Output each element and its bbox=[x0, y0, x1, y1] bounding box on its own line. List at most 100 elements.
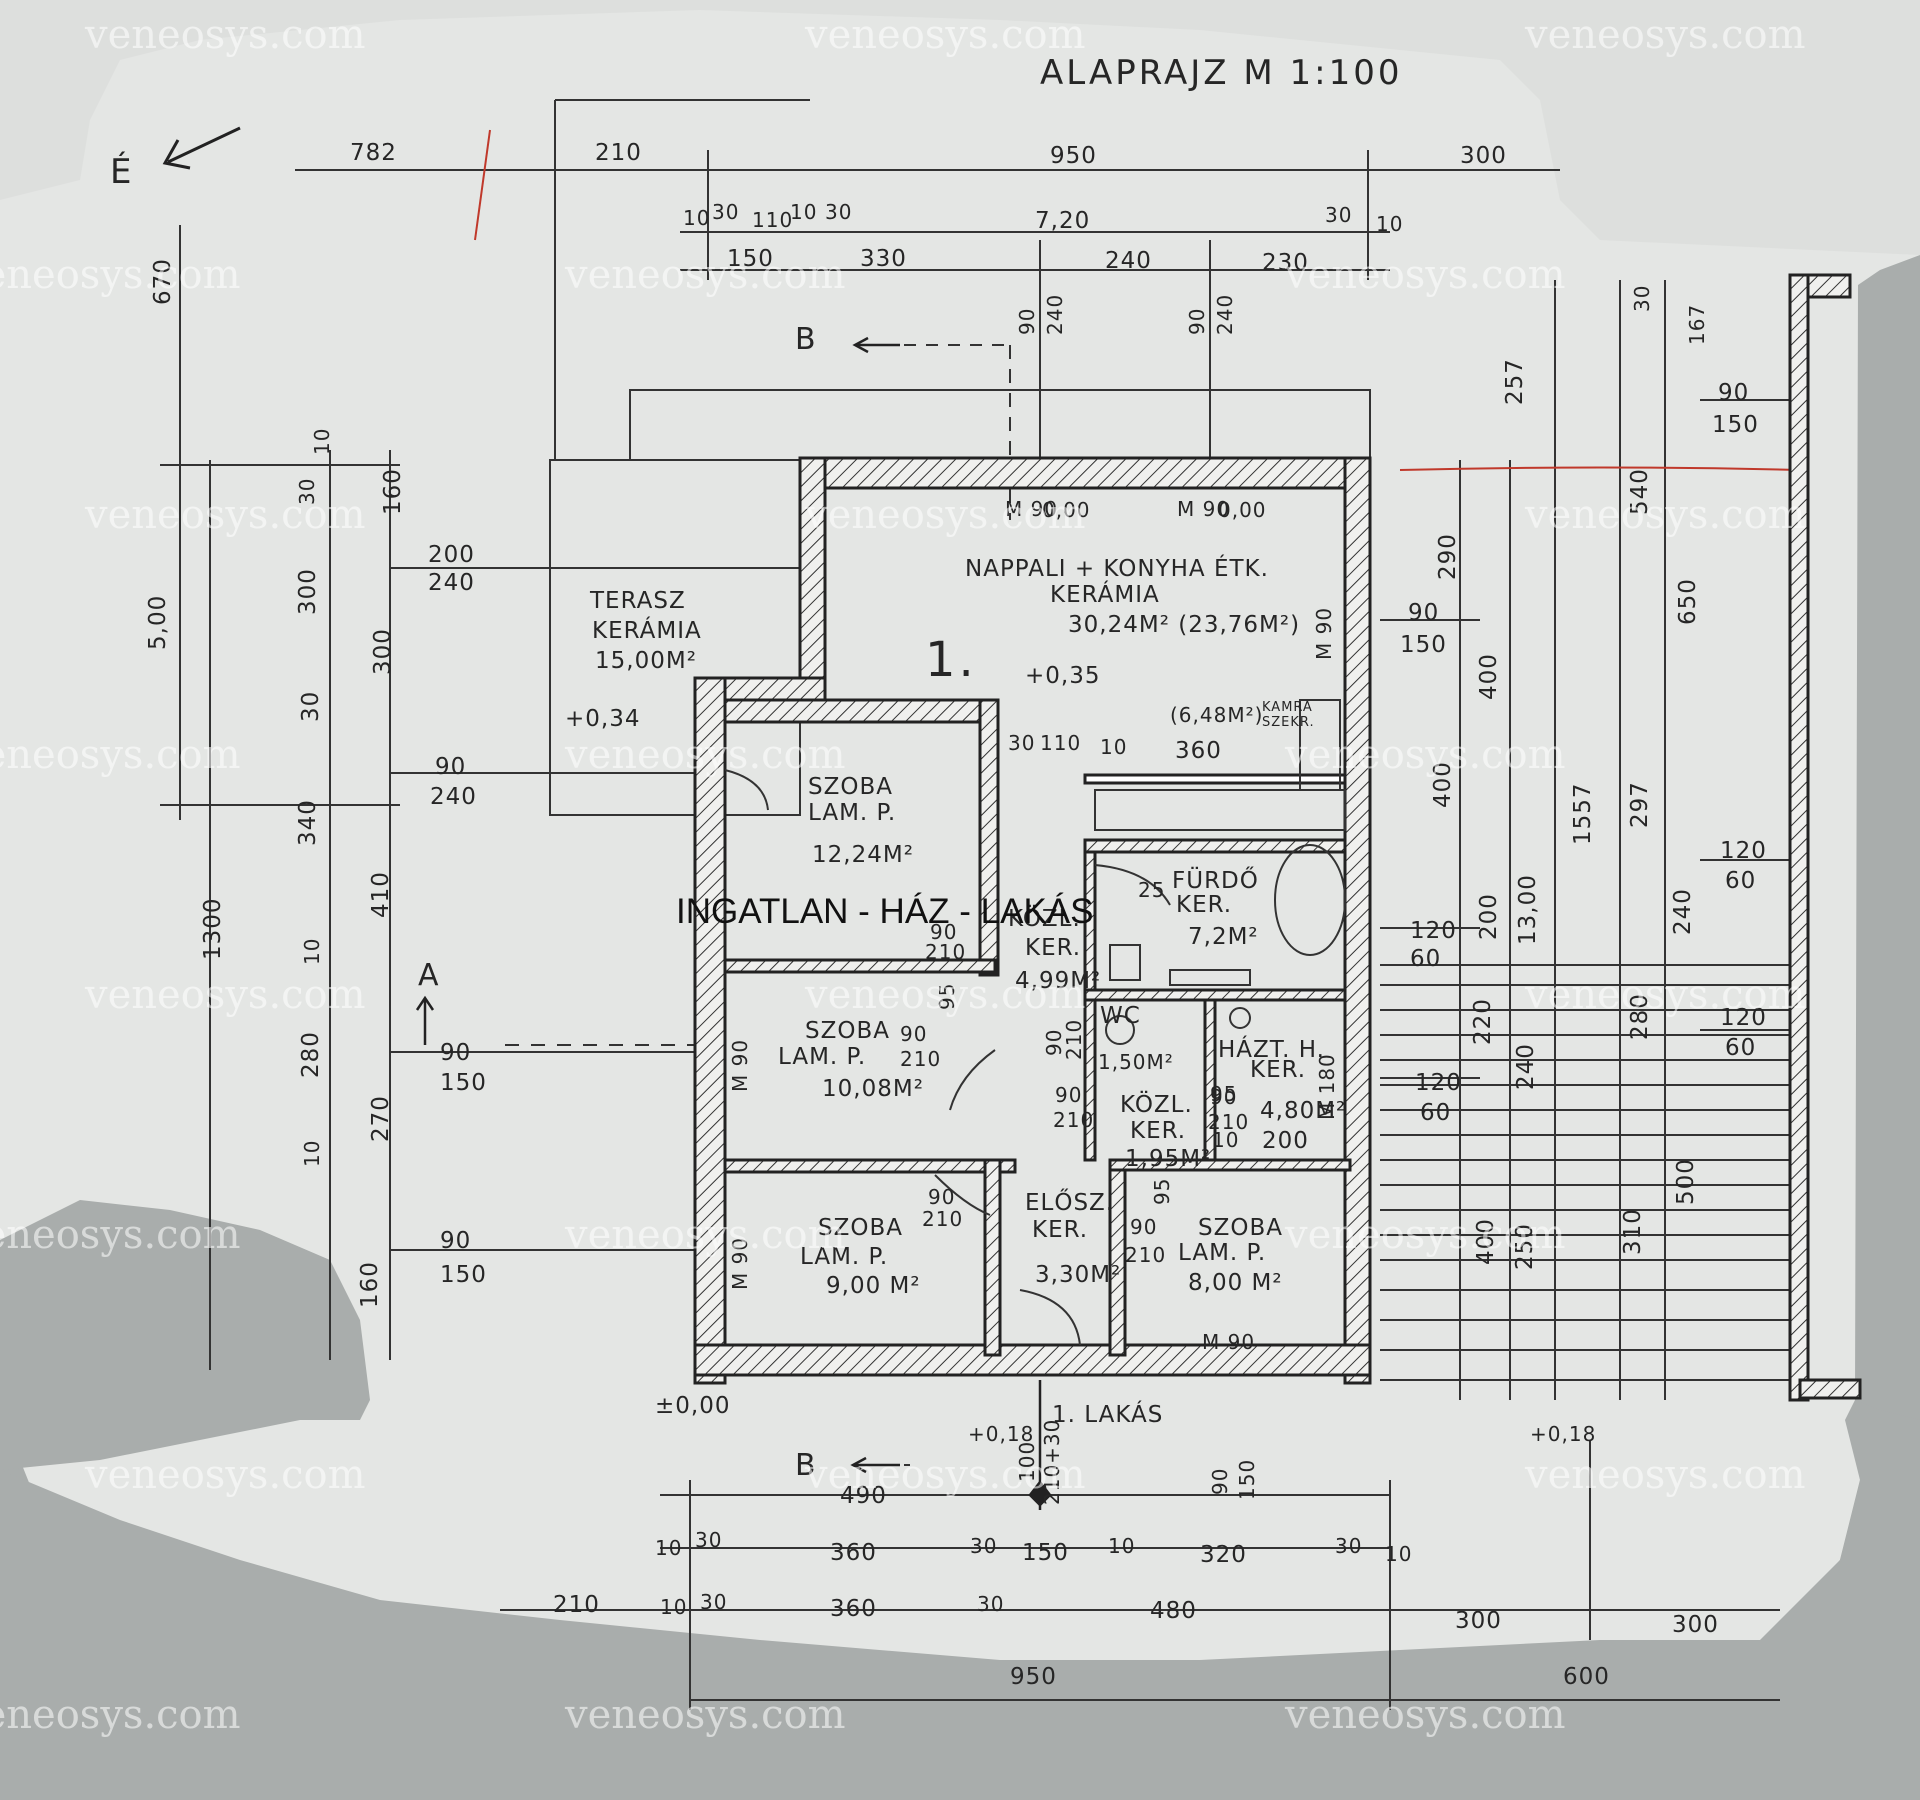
dim-w-240b: 240 bbox=[430, 784, 477, 810]
dim-b2-10b: 10 bbox=[1108, 1534, 1136, 1558]
dim-r3-150: 150 bbox=[727, 246, 774, 272]
dim-b4-950: 950 bbox=[1010, 1664, 1057, 1690]
section-a-arrow bbox=[415, 995, 435, 1045]
entrance-mark bbox=[1028, 1380, 1052, 1510]
dim-r2-10c: 10 bbox=[1376, 212, 1404, 236]
north-label: É bbox=[110, 152, 135, 192]
d-90-a: 90 bbox=[930, 920, 958, 944]
m180: M 180 bbox=[1315, 1053, 1339, 1120]
dim-b3-300b: 300 bbox=[1672, 1612, 1719, 1638]
dim-r3-240: 240 bbox=[1105, 248, 1152, 274]
d-210-a: 210 bbox=[925, 940, 967, 964]
room-furdo-1: FÜRDŐ bbox=[1172, 868, 1259, 894]
dim-r-60b: 60 bbox=[1420, 1100, 1452, 1126]
room-haztar-1: HÁZT. H. bbox=[1218, 1037, 1325, 1063]
dim-b3-210: 210 bbox=[553, 1592, 600, 1618]
m90-right: M 90 bbox=[1312, 606, 1336, 660]
d-210-d: 210 bbox=[1125, 1243, 1167, 1267]
dim-l2-160b: 160 bbox=[357, 1261, 383, 1308]
watermark: veneosys.com bbox=[1525, 492, 1806, 538]
dim-door-90b: 90 bbox=[1185, 307, 1209, 335]
dim-500: 5,00 bbox=[145, 594, 171, 650]
watermark: veneosys.com bbox=[565, 732, 846, 778]
watermark: veneosys.com bbox=[0, 732, 241, 778]
dim-200: 200 bbox=[1262, 1128, 1309, 1154]
room-kamra-1: (6,48M²) bbox=[1170, 703, 1264, 727]
room-eloszo-2: KER. bbox=[1032, 1217, 1089, 1243]
dim-b2-150: 150 bbox=[1022, 1540, 1069, 1566]
dim-w-90c: 90 bbox=[440, 1228, 472, 1254]
d-95-c: 95 bbox=[1210, 1082, 1238, 1106]
torn-right bbox=[1790, 1400, 1920, 1640]
d-95-b: 95 bbox=[1150, 1177, 1174, 1205]
room-szoba1-3: 12,24M² bbox=[812, 842, 914, 868]
room-wc-2: 1,50M² bbox=[1098, 1050, 1174, 1074]
room-szoba4-3: 8,00 M² bbox=[1188, 1270, 1283, 1296]
d-90-c: 90 bbox=[928, 1185, 956, 1209]
watermark: veneosys.com bbox=[1525, 1452, 1806, 1498]
section-b-arrows bbox=[850, 336, 900, 1474]
dim-l2-30b: 30 bbox=[298, 690, 324, 722]
dimension-lines bbox=[160, 99, 1800, 1710]
outer-walls bbox=[693, 456, 1372, 1385]
room-eloszo-1: ELŐSZ. bbox=[1025, 1190, 1115, 1216]
dim-door-90a: 90 bbox=[1015, 307, 1039, 335]
dim-r3-330: 330 bbox=[860, 246, 907, 272]
d-90-d: 90 bbox=[1130, 1215, 1158, 1239]
room-kozl1-2: KER. bbox=[1025, 935, 1082, 961]
room-haztar-3: 4,80M² bbox=[1260, 1098, 1347, 1124]
room-furdo-3: 7,2M² bbox=[1188, 924, 1259, 950]
dim-l2-300: 300 bbox=[295, 568, 321, 615]
dim-r-120b: 120 bbox=[1415, 1070, 1462, 1096]
m90-top-1: M 90 bbox=[1005, 497, 1059, 521]
room-terasz-3: 15,00M² bbox=[595, 648, 697, 674]
room-furdo-2: KER. bbox=[1176, 892, 1233, 918]
room-haztar-2: KER. bbox=[1250, 1057, 1307, 1083]
dim-rr-650: 650 bbox=[1675, 578, 1701, 625]
level-018-right: +0,18 bbox=[1530, 1422, 1597, 1446]
dim-b4-600: 600 bbox=[1563, 1664, 1610, 1690]
section-b-top: B bbox=[795, 322, 817, 357]
dim-ent-150: 150 bbox=[1235, 1458, 1259, 1500]
room-kozl2-3: 1,95M² bbox=[1125, 1146, 1212, 1172]
dim-r-200: 200 bbox=[1476, 893, 1502, 940]
d-210-f: 210 bbox=[1208, 1110, 1250, 1134]
dim-l2-10b: 10 bbox=[300, 937, 324, 965]
dim-r2-30b: 30 bbox=[825, 200, 853, 224]
torn-left-bottom bbox=[0, 1200, 370, 1470]
d-210-c: 210 bbox=[922, 1207, 964, 1231]
dim-rr-500: 500 bbox=[1673, 1158, 1699, 1205]
overlay-caption: INGATLAN - HÁZ - LAKÁS bbox=[676, 892, 1094, 931]
interior-walls bbox=[723, 698, 1352, 1357]
room-szoba3-1: SZOBA bbox=[818, 1215, 903, 1241]
dim-l2-10c: 10 bbox=[300, 1139, 324, 1167]
dim-rr-90: 90 bbox=[1718, 380, 1750, 406]
dim-r-150: 150 bbox=[1400, 632, 1447, 658]
dim-1300: 1300 bbox=[200, 897, 226, 960]
dim-int-360: 360 bbox=[1175, 738, 1222, 764]
dim-rr-257: 257 bbox=[1502, 358, 1528, 405]
room-terasz-2: KERÁMIA bbox=[592, 618, 702, 644]
dim-b3-480: 480 bbox=[1150, 1598, 1197, 1624]
watermark: veneosys.com bbox=[1285, 252, 1566, 298]
dim-b2-10: 10 bbox=[655, 1536, 683, 1560]
dim-b3-300: 300 bbox=[1455, 1608, 1502, 1634]
dim-l2-10: 10 bbox=[310, 427, 334, 455]
dim-b2-360: 360 bbox=[830, 1540, 877, 1566]
dim-b2-30c: 30 bbox=[1335, 1534, 1363, 1558]
room-kozl1-3: 4,99M² bbox=[1015, 968, 1102, 994]
dim-w-240: 240 bbox=[428, 570, 475, 596]
room-nappali-1: NAPPALI + KONYHA ÉTK. bbox=[965, 556, 1269, 582]
level-035: +0,35 bbox=[1025, 663, 1101, 689]
dim-r-1300: 13,00 bbox=[1515, 874, 1541, 945]
watermark: veneosys.com bbox=[805, 972, 1086, 1018]
level-000: ±0,00 bbox=[655, 1393, 731, 1419]
d-90-f: 90 bbox=[1210, 1085, 1238, 1109]
section-b-bottom: B bbox=[795, 1448, 817, 1483]
lakas-label: 1. LAKÁS bbox=[1052, 1402, 1164, 1428]
dim-rr-120: 120 bbox=[1720, 838, 1767, 864]
dim-rr-1557: 1557 bbox=[1570, 782, 1596, 845]
dim-rr-240: 240 bbox=[1670, 888, 1696, 935]
dim-r2-110: 110 bbox=[752, 208, 794, 232]
